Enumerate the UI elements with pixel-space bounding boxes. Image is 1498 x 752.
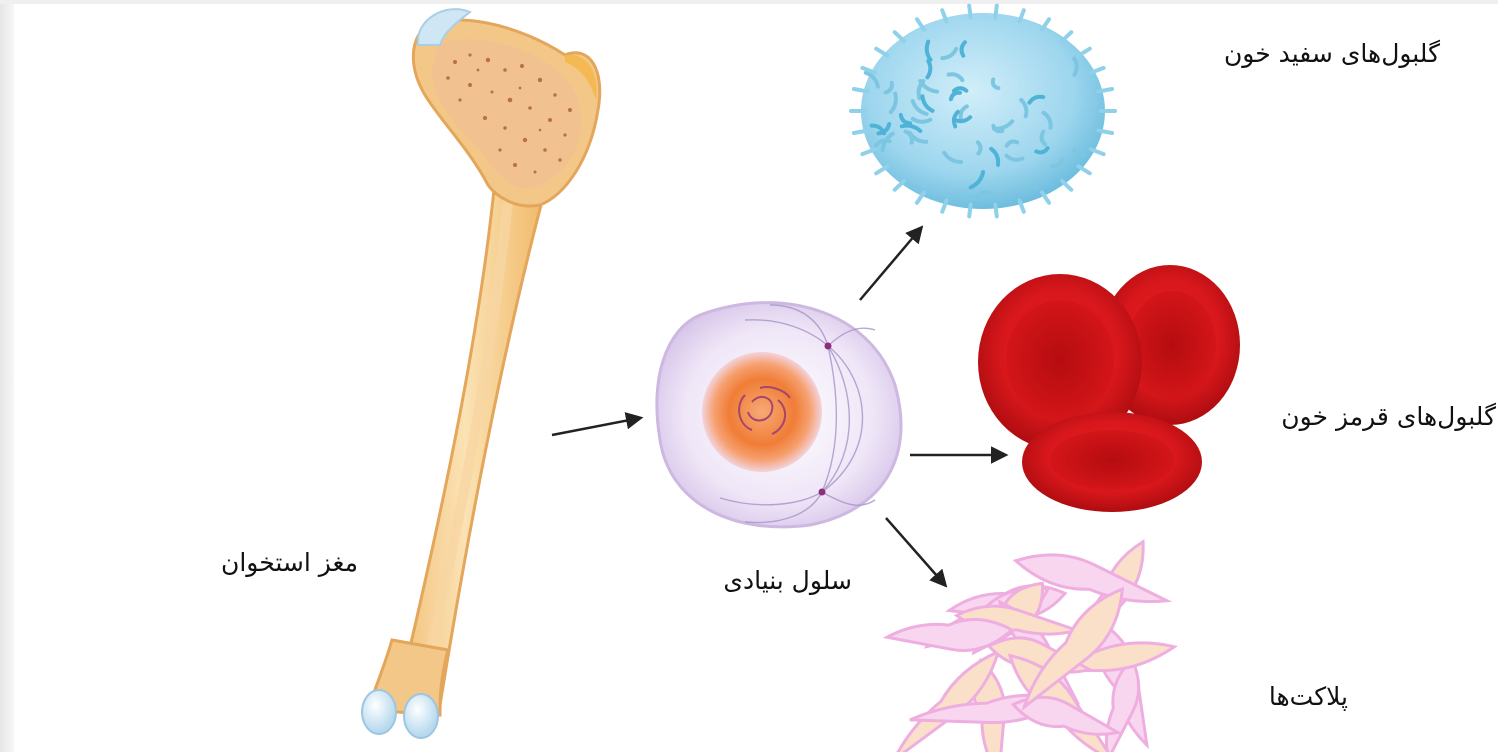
wbc-rim-spike (969, 205, 971, 217)
arrow-stem-to-platelets (886, 518, 945, 585)
label-white-blood-cells: گلبول‌های سفید خون (1150, 41, 1440, 66)
bone-knob-left (362, 690, 396, 734)
wbc-rim-spike (1098, 131, 1112, 134)
stem-cell-nucleus (702, 352, 822, 472)
white-blood-cell-illustration (851, 6, 1115, 217)
wbc-rim-spike (995, 6, 997, 18)
bone-knob-right (404, 694, 438, 738)
label-stem-cell: سلول بنیادی (680, 568, 852, 593)
wbc-rim-spike (969, 6, 971, 18)
wbc-rim-spike (854, 131, 868, 134)
red-blood-cells-illustration (978, 265, 1240, 512)
bone-illustration (362, 9, 600, 738)
arrow-bone-to-stem (552, 418, 640, 435)
wbc-rim-spike (1098, 89, 1112, 92)
arrow-stem-to-white (860, 228, 921, 300)
label-red-blood-cells: گلبول‌های قرمز خون (1232, 404, 1496, 429)
wbc-rim-spike (854, 89, 868, 92)
stem-cell-illustration (657, 303, 901, 527)
wbc-rim-spike (995, 205, 997, 217)
label-bone-marrow: مغز استخوان (178, 550, 358, 575)
label-platelets: پلاکت‌ها (1226, 684, 1348, 709)
